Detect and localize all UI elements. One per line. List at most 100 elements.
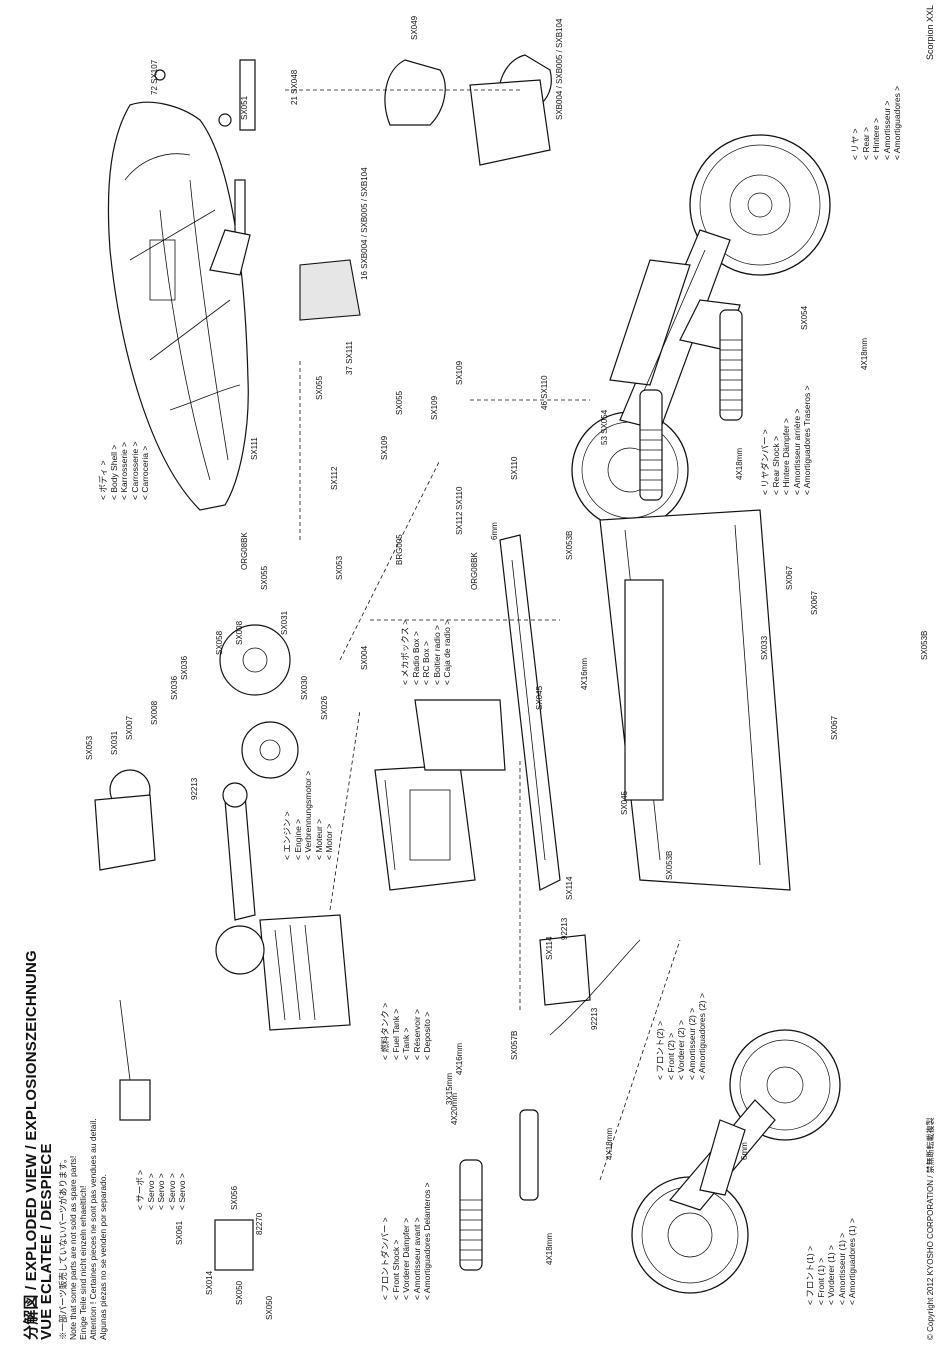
part-label: 53 SX054 bbox=[600, 409, 609, 445]
part-label: SX036 bbox=[170, 675, 179, 700]
label-radio-box: < メカボックス >< Radio Box >< RC Box >< Boiti… bbox=[400, 619, 452, 685]
part-label: SX033 bbox=[760, 635, 769, 660]
part-label: SX067 bbox=[810, 590, 819, 615]
part-label: SX053B bbox=[565, 530, 574, 560]
label-front-shock: < フロントダンパー >< Front Shock >< Vorderer Dä… bbox=[380, 1182, 432, 1300]
part-label: SX110 bbox=[455, 486, 464, 510]
label-engine: < エンジン >< Engine >< Verbrennungsmotor ><… bbox=[282, 770, 334, 860]
rear-shock-drawing bbox=[639, 309, 743, 501]
note-line-4: Attention ! Certaines pieces ne sont pas… bbox=[88, 1118, 98, 1340]
fuel-tank-drawing bbox=[539, 934, 641, 1036]
part-label: SX026 bbox=[320, 695, 329, 720]
part-label: SX045 bbox=[620, 790, 629, 815]
part-label: SX053 bbox=[335, 555, 344, 580]
gears-drawing bbox=[94, 624, 299, 871]
part-label: SX111 bbox=[250, 437, 259, 460]
misc-label: 4X16mm bbox=[455, 1042, 464, 1075]
copyright: © Copyright 2012 KYOSHO CORPORATION / 禁無… bbox=[926, 1117, 935, 1340]
label-front-1: < フロント(1) >< Front (1) >< Vorderer (1) >… bbox=[805, 1218, 857, 1305]
part-label: 16 SXB004 / SXB005 / SXB104 bbox=[360, 167, 369, 280]
title-line-2: VUE ECLATEE / DESPIECE bbox=[38, 1143, 55, 1340]
part-label: SX055 bbox=[395, 390, 404, 415]
misc-label: 92213 bbox=[590, 1007, 599, 1030]
part-label: SX045 bbox=[535, 685, 544, 710]
body-mount-parts bbox=[154, 59, 256, 241]
part-label: SX109 bbox=[380, 435, 389, 460]
misc-label: 4X18mm bbox=[735, 447, 744, 480]
part-label: SX008 bbox=[150, 700, 159, 725]
long-arm-drawing bbox=[499, 534, 561, 891]
part-label: SX036 bbox=[180, 655, 189, 680]
part-label: 46 SX110 bbox=[540, 375, 549, 410]
part-label: 37 SX111 bbox=[345, 341, 354, 375]
part-label: SX055 bbox=[315, 375, 324, 400]
part-label: SX030 bbox=[300, 675, 309, 700]
part-label: ORG08BK bbox=[470, 552, 479, 590]
misc-label: 92213 bbox=[560, 917, 569, 940]
note-line-2: Note that some parts are not sold as spa… bbox=[68, 1155, 78, 1340]
part-label: SX114 bbox=[565, 876, 574, 900]
body-shell-drawing bbox=[107, 101, 249, 511]
front-shock-drawing bbox=[459, 1109, 539, 1271]
part-label: SX055 bbox=[260, 565, 269, 590]
part-label: SX053B bbox=[920, 630, 929, 660]
label-body: < ボディ >< Body Shell >< Karrosserie >< Ca… bbox=[98, 441, 150, 500]
gear-guard-drawing bbox=[299, 79, 551, 321]
label-rear-shock: < リヤダンパー >< Rear Shock >< Hintere Dämpfe… bbox=[760, 385, 812, 495]
part-label: SX058 bbox=[215, 630, 224, 655]
note-line-5: Algunas piezas no se venden por separado… bbox=[98, 1174, 108, 1340]
label-servo: < サーボ >< Servo >< Servo >< Servo >< Serv… bbox=[135, 1169, 187, 1210]
part-label: SX114 bbox=[545, 936, 554, 960]
part-label: SX053 bbox=[85, 735, 94, 760]
misc-label: 4X20mm bbox=[450, 1092, 459, 1125]
part-label: SX067 bbox=[785, 565, 794, 590]
part-label: SX109 bbox=[455, 360, 464, 385]
part-label: SX053B bbox=[665, 850, 674, 880]
part-label: SX056 bbox=[230, 1185, 239, 1210]
part-label: SX061 bbox=[175, 1220, 184, 1245]
misc-label: 82270 bbox=[255, 1212, 264, 1235]
part-label: SX067 bbox=[830, 715, 839, 740]
part-label: SX031 bbox=[280, 610, 289, 635]
part-label: SX057B bbox=[510, 1030, 519, 1060]
part-label: SX014 bbox=[205, 1270, 214, 1295]
part-label: SX109 bbox=[430, 395, 439, 420]
part-label: BRG005 bbox=[395, 534, 404, 565]
part-label: SX051 bbox=[240, 95, 249, 120]
part-label: SX004 bbox=[360, 645, 369, 670]
misc-label: 6mm bbox=[740, 1142, 749, 1160]
dashed-guide-lines bbox=[285, 89, 681, 1181]
note-line-3: Einige Teile sind nicht einzeln erhaeltl… bbox=[78, 1185, 88, 1340]
part-label: 21 SX048 bbox=[290, 69, 299, 105]
misc-label: 6mm bbox=[490, 522, 499, 540]
part-label: SX049 bbox=[410, 15, 419, 40]
label-front-2: < フロント(2) >< Front (2) >< Vorderer (2) >… bbox=[655, 993, 707, 1080]
part-label: 72 SX107 bbox=[150, 59, 159, 95]
part-label: SX050 bbox=[235, 1280, 244, 1305]
part-label: SX008 bbox=[235, 620, 244, 645]
engine-drawing bbox=[215, 782, 351, 1031]
model-name: Scorpion XXL bbox=[925, 4, 935, 60]
part-label: SX007 bbox=[125, 715, 134, 740]
note-line-1: ※一部パーツ販売していないパーツがあります。 bbox=[58, 1154, 68, 1340]
misc-label: 4X18mm bbox=[605, 1127, 614, 1160]
part-label: SX031 bbox=[110, 730, 119, 755]
part-label: SX050 bbox=[265, 1295, 274, 1320]
misc-label: 4X18mm bbox=[860, 337, 869, 370]
label-rear: < リヤ >< Rear >< Hintere >< Amortisseur >… bbox=[850, 85, 902, 160]
misc-label: 92213 bbox=[190, 777, 199, 800]
part-label: SX110 bbox=[510, 456, 519, 480]
radio-box-drawing bbox=[374, 699, 506, 891]
part-label: SXB004 / SXB005 / SXB104 bbox=[555, 18, 564, 120]
part-label: SX054 bbox=[800, 305, 809, 330]
front-wheel-assembly bbox=[631, 1029, 841, 1294]
part-label: ORG08BK bbox=[240, 532, 249, 570]
part-label: SX112 bbox=[455, 511, 464, 535]
label-fuel-tank: < 燃料タンク >< Fuel Tank >< Tank >< Réservoi… bbox=[380, 1002, 432, 1060]
misc-label: 4X16mm bbox=[580, 657, 589, 690]
misc-label: 4X18mm bbox=[545, 1232, 554, 1265]
chassis-plate-drawing bbox=[599, 509, 791, 891]
